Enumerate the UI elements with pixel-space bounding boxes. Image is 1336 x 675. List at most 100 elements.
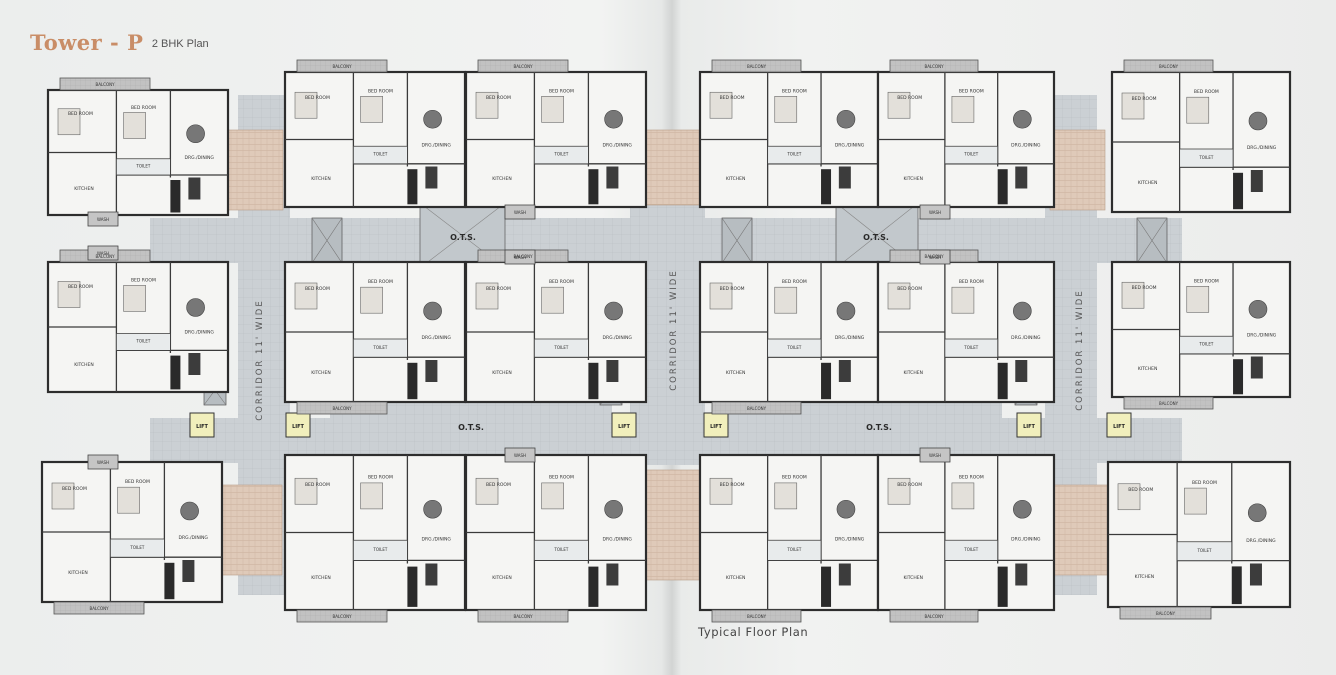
wash-area (919, 447, 951, 463)
bed (709, 477, 733, 505)
sofa (1250, 170, 1263, 192)
balcony-strip (889, 59, 979, 73)
room-label-bedroom: BED ROOM (1132, 285, 1157, 291)
bed (1121, 92, 1145, 120)
room-label-bedroom: BED ROOM (131, 278, 156, 284)
room-label-bedroom: BED ROOM (959, 88, 984, 94)
toilet-room (944, 539, 999, 561)
room-label-toilet: TOILET (372, 152, 388, 157)
sofa (838, 563, 851, 586)
room-label-bedroom: BED ROOM (486, 482, 511, 488)
room-label-balcony: BALCONY (747, 64, 767, 69)
room-label-dining: DRG./DINING (835, 335, 865, 341)
room-label-toilet: TOILET (1196, 548, 1212, 553)
interior-walls (1112, 72, 1290, 212)
room-label-balcony: BALCONY (747, 406, 767, 411)
sofa (606, 563, 619, 586)
room-label-balcony: BALCONY (924, 254, 944, 259)
toilet-room (534, 338, 589, 358)
dining-table (423, 109, 442, 129)
room-label-bedroom: BED ROOM (305, 286, 330, 292)
title-block: Tower - P 2 BHK Plan (30, 30, 209, 55)
balcony-strip (711, 401, 802, 415)
toilet-room (944, 338, 999, 358)
room-label-bedroom: BED ROOM (125, 479, 150, 485)
room-label-bedroom: BED ROOM (486, 286, 511, 292)
kitchen-counter (170, 180, 181, 213)
bed (951, 286, 975, 314)
bed (541, 96, 564, 123)
dining-table (1013, 301, 1032, 321)
bed (1117, 483, 1141, 511)
lift-label: LIFT (710, 424, 722, 430)
room-label-kitchen: KITCHEN (74, 186, 94, 192)
balcony-strip (477, 59, 569, 73)
interior-walls (878, 262, 1054, 402)
lift-box (611, 412, 637, 438)
dining-table (1013, 109, 1032, 129)
staircase (644, 469, 706, 581)
bed (709, 91, 733, 119)
duct-cross (721, 217, 753, 264)
bed (123, 112, 146, 139)
room-label-balcony: BALCONY (95, 82, 115, 87)
toilet-room (110, 538, 165, 558)
room-label-bedroom: BED ROOM (549, 88, 574, 94)
corridor-label: CORRIDOR 11' WIDE (669, 269, 679, 390)
dining-table (836, 301, 856, 321)
room-label-toilet: TOILET (786, 547, 802, 552)
staircase (1049, 484, 1111, 576)
kitchen-counter (997, 169, 1008, 205)
wash-area (504, 204, 536, 220)
sofa (425, 563, 438, 586)
toilet-room (767, 539, 822, 561)
room-label-kitchen: KITCHEN (311, 575, 331, 581)
sofa (188, 353, 201, 375)
room-label-bedroom: BED ROOM (1194, 89, 1219, 95)
dining-table (1013, 499, 1032, 519)
corridor-label: CORRIDOR 11' WIDE (1075, 289, 1085, 410)
room-label-dining: DRG./DINING (1247, 145, 1277, 151)
bed (475, 91, 499, 119)
sofa (838, 360, 851, 382)
room-label-balcony: BALCONY (513, 614, 533, 619)
room-label-wash: WASH (929, 453, 941, 458)
bed (709, 282, 733, 310)
interior-walls (466, 262, 646, 402)
ots-label: O.T.S. (458, 423, 484, 432)
lift-box (1106, 412, 1132, 438)
bed (51, 482, 75, 510)
room-label-bedroom: BED ROOM (897, 286, 922, 292)
balcony-strip (711, 59, 802, 73)
interior-walls (878, 455, 1054, 610)
dining-table (604, 499, 623, 519)
room-label-bedroom: BED ROOM (368, 88, 393, 94)
room-label-toilet: TOILET (963, 345, 979, 350)
footer-caption: Typical Floor Plan (698, 625, 809, 639)
bed (774, 96, 798, 123)
room-label-wash: WASH (97, 217, 109, 222)
wash-area (87, 211, 119, 227)
room-label-bedroom: BED ROOM (720, 286, 745, 292)
room-label-balcony: BALCONY (1159, 64, 1179, 69)
room-label-wash: WASH (97, 251, 109, 256)
bed (887, 91, 911, 119)
lift-box (1016, 412, 1042, 438)
toilet-room (534, 145, 589, 165)
interior-walls (285, 455, 465, 610)
sofa (1015, 563, 1028, 586)
sofa (425, 360, 438, 382)
interior-walls (466, 455, 646, 610)
kitchen-counter (164, 562, 175, 600)
kitchen-counter (821, 362, 832, 400)
room-label-kitchen: KITCHEN (903, 575, 923, 581)
room-label-bedroom: BED ROOM (305, 95, 330, 101)
wash-area (87, 454, 119, 470)
balcony-strip (1123, 396, 1214, 410)
sofa (182, 560, 195, 582)
room-label-kitchen: KITCHEN (1135, 574, 1155, 580)
bed (1186, 285, 1210, 313)
duct-cross (311, 217, 343, 264)
room-label-kitchen: KITCHEN (311, 370, 331, 376)
kitchen-counter (407, 362, 418, 400)
